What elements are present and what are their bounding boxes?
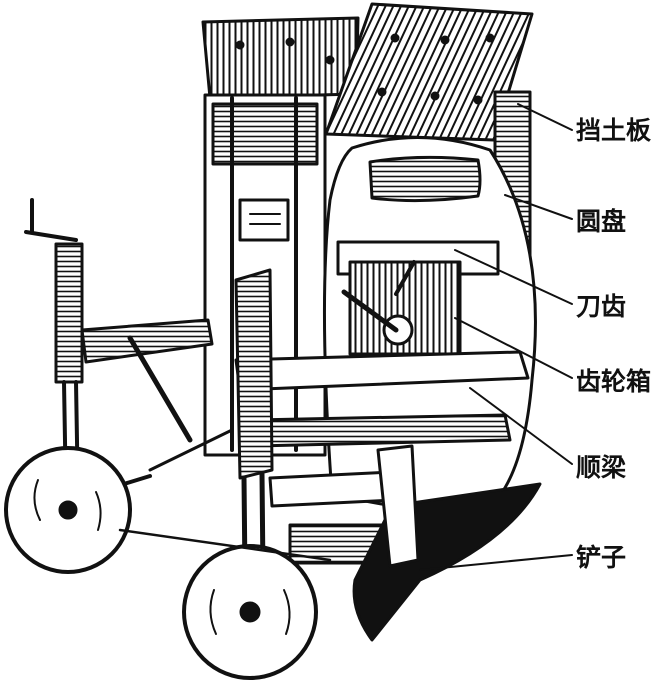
cross-beams — [234, 350, 530, 565]
label-soil-guard: 挡土板 — [576, 116, 652, 145]
label-blade-teeth: 刀齿 — [576, 292, 627, 321]
chassis-links — [118, 428, 332, 562]
label-gearbox: 齿轮箱 — [576, 367, 652, 396]
label-shovel: 铲子 — [576, 543, 627, 572]
label-longitudinal-beam: 顺梁 — [576, 453, 627, 482]
gearbox — [336, 240, 500, 356]
main-frame — [203, 90, 532, 457]
label-disc: 圆盘 — [576, 207, 627, 236]
shovel — [352, 444, 542, 642]
right-wheel — [182, 544, 318, 680]
leader-lines — [419, 103, 573, 571]
left-soil-guard — [201, 16, 360, 100]
left-wheel — [4, 446, 132, 574]
